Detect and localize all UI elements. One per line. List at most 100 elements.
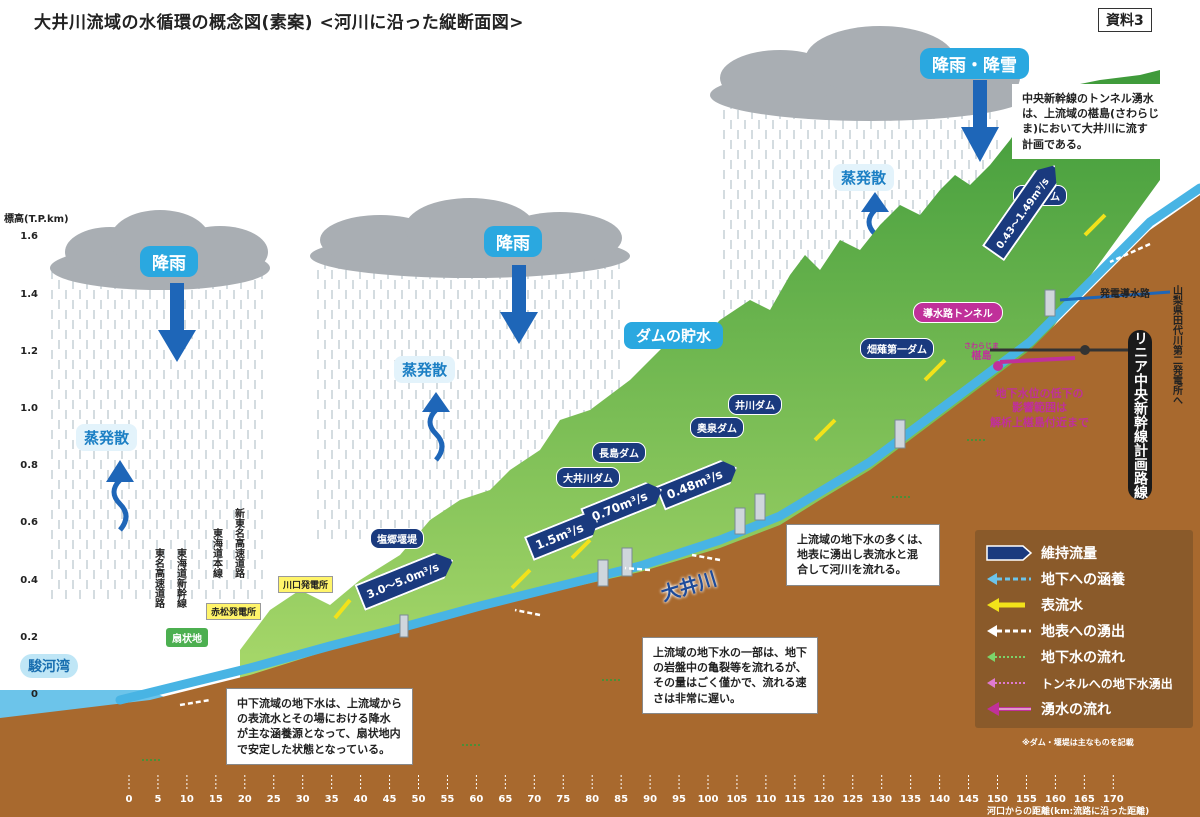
note-line: 地表に湧出し表流水と混 [797, 548, 918, 562]
ground [0, 195, 1200, 817]
x-tick: 130 [871, 794, 893, 805]
rain-arrow-middle [500, 265, 538, 344]
groundwater-drop-line: 影響範囲は [1012, 401, 1067, 415]
x-tick: 20 [237, 794, 252, 805]
note-line: の岩盤中の亀裂等を流れるが、 [653, 661, 807, 675]
tokaido-line-label: 東海道本線 [210, 528, 222, 578]
dam-storage-label: ダムの貯水 [624, 322, 724, 349]
mountains [240, 70, 1160, 680]
evap-label-right: 蒸発散 [833, 164, 895, 191]
x-tick: 5 [154, 794, 162, 805]
x-tick: 30 [295, 794, 310, 805]
rain-label-left: 降雨 [140, 246, 198, 277]
green-dashed-arrow-icon [985, 647, 1035, 667]
legend-item-tunnel-inflow: トンネルへの地下水湧出 [985, 672, 1173, 694]
x-tick: 105 [726, 794, 748, 805]
y-tick: 0.2 [20, 632, 38, 643]
ikawa-dam-label: 井川ダム [728, 394, 782, 415]
shiogo-weir-label: 塩郷堰堤 [370, 528, 424, 549]
evap-arrow-left [106, 460, 134, 532]
x-tick: 40 [353, 794, 368, 805]
x-tick: 125 [842, 794, 864, 805]
legend-label: 表流水 [1041, 598, 1083, 614]
groundwater-drop-note: 地下水位の低下の 影響範囲は 解析上椹島付近まで [990, 387, 1089, 430]
power-channel-line [1059, 290, 1171, 302]
y-tick: 0.8 [20, 460, 38, 471]
rain-label-middle: 降雨 [484, 226, 542, 257]
legend-item-recharge: 地下への涵養 [985, 568, 1125, 590]
x-tick: 50 [411, 794, 426, 805]
x-tick: 170 [1102, 794, 1124, 805]
emergence-arrows [179, 242, 1151, 707]
x-tick: 90 [643, 794, 658, 805]
x-tick: 75 [556, 794, 571, 805]
suruga-bay-label: 駿河湾 [20, 654, 78, 678]
note-line: ま)において大井川に流す [1022, 122, 1148, 136]
kaba-name: 椹島 [971, 350, 992, 362]
kaba-reading: さわらじま [964, 342, 999, 350]
groundwater-flow-arrows [140, 439, 985, 761]
note-line: 計画である。 [1022, 137, 1088, 151]
note-line: の表流水とその場における降水 [237, 712, 391, 726]
x-tick: 155 [1016, 794, 1037, 805]
x-tick: 165 [1073, 794, 1095, 805]
page-title: 大井川流域の水循環の概念図(素案) <河川に沿った縦断面図> [34, 13, 524, 33]
x-tick: 115 [784, 794, 806, 805]
navy-pentagon-icon [985, 543, 1035, 563]
y-tick: 1.4 [20, 289, 38, 300]
note-line: その量はごく僅かで、流れる速 [653, 676, 807, 690]
evap-arrow-middle [422, 392, 450, 462]
shin-tomei-label: 新東名高速道路 [232, 508, 244, 578]
x-tick: 160 [1044, 794, 1066, 805]
linear-route-label: リニア中央新幹線計画路線 [1128, 330, 1152, 500]
note-top-right: 中央新幹線のトンネル湧水 は、上流域の椹島(さわらじ ま)において大井川に流す … [1012, 84, 1170, 159]
legend-item-groundwater-flow: 地下水の流れ [985, 646, 1125, 668]
y-tick: 1.6 [20, 231, 38, 242]
yellow-arrow-icon [985, 595, 1035, 615]
x-tick: 85 [614, 794, 629, 805]
blue-dashed-arrow-icon [985, 569, 1035, 589]
x-tick: 25 [266, 794, 281, 805]
evap-label-left: 蒸発散 [76, 424, 138, 451]
x-tick: 135 [900, 794, 922, 805]
cloud-right [710, 26, 1030, 121]
x-tick: 45 [382, 794, 397, 805]
note-line: が主な涵養源となって、扇状地内 [237, 727, 401, 741]
x-tick: 145 [958, 794, 979, 805]
x-tick: 10 [179, 794, 194, 805]
x-tick: 70 [527, 794, 542, 805]
x-axis-title: 河口からの距離(km:流路に沿った距離) [987, 807, 1150, 817]
legend-label: トンネルへの地下水湧出 [1041, 676, 1173, 691]
note-line: さは非常に遅い。 [653, 691, 741, 705]
x-axis-tick-marks [128, 775, 1114, 790]
note-downstream: 中下流域の地下水は、上流域から の表流水とその場における降水 が主な涵養源となっ… [226, 688, 413, 765]
legend-item-surface-water: 表流水 [985, 594, 1083, 616]
y-tick: 1.2 [20, 346, 38, 357]
okuizumi-dam-label: 奥泉ダム [690, 417, 744, 438]
legend-item-emergence: 地表への湧出 [985, 620, 1125, 642]
tomei-label: 東名高速道路 [152, 548, 164, 608]
tunnel-label: 導水路トンネル [913, 302, 1003, 323]
groundwater-drop-line: 解析上椹島付近まで [990, 415, 1089, 429]
x-tick: 100 [697, 794, 719, 805]
note-line: 中央新幹線のトンネル湧水 [1022, 92, 1154, 105]
x-tick: 60 [469, 794, 484, 805]
y-tick: 0.6 [20, 517, 38, 528]
purple-arrow-icon [985, 699, 1035, 719]
tunnel-point [1080, 345, 1090, 355]
purple-dashed-arrow-icon [985, 673, 1035, 693]
rain-arrow-left [158, 283, 196, 362]
legend-note: ※ダム・堰堤は主なものを記載 [1022, 738, 1134, 747]
note-line: 上流域の地下水の多くは、 [797, 533, 929, 546]
x-tick: 110 [755, 794, 777, 805]
oigawa-dam-label: 大井川ダム [556, 467, 620, 488]
x-tick: 35 [324, 794, 339, 805]
surface-water-arrows [333, 213, 1107, 620]
legend-label: 地下への涵養 [1041, 572, 1125, 588]
nagashima-dam-label: 長島ダム [592, 442, 646, 463]
legend-item-spring-flow: 湧水の流れ [985, 698, 1111, 720]
rain-arrow-right [961, 80, 999, 162]
cloud-middle [310, 198, 630, 278]
note-line: は、上流域の椹島(さわらじ [1022, 107, 1160, 121]
